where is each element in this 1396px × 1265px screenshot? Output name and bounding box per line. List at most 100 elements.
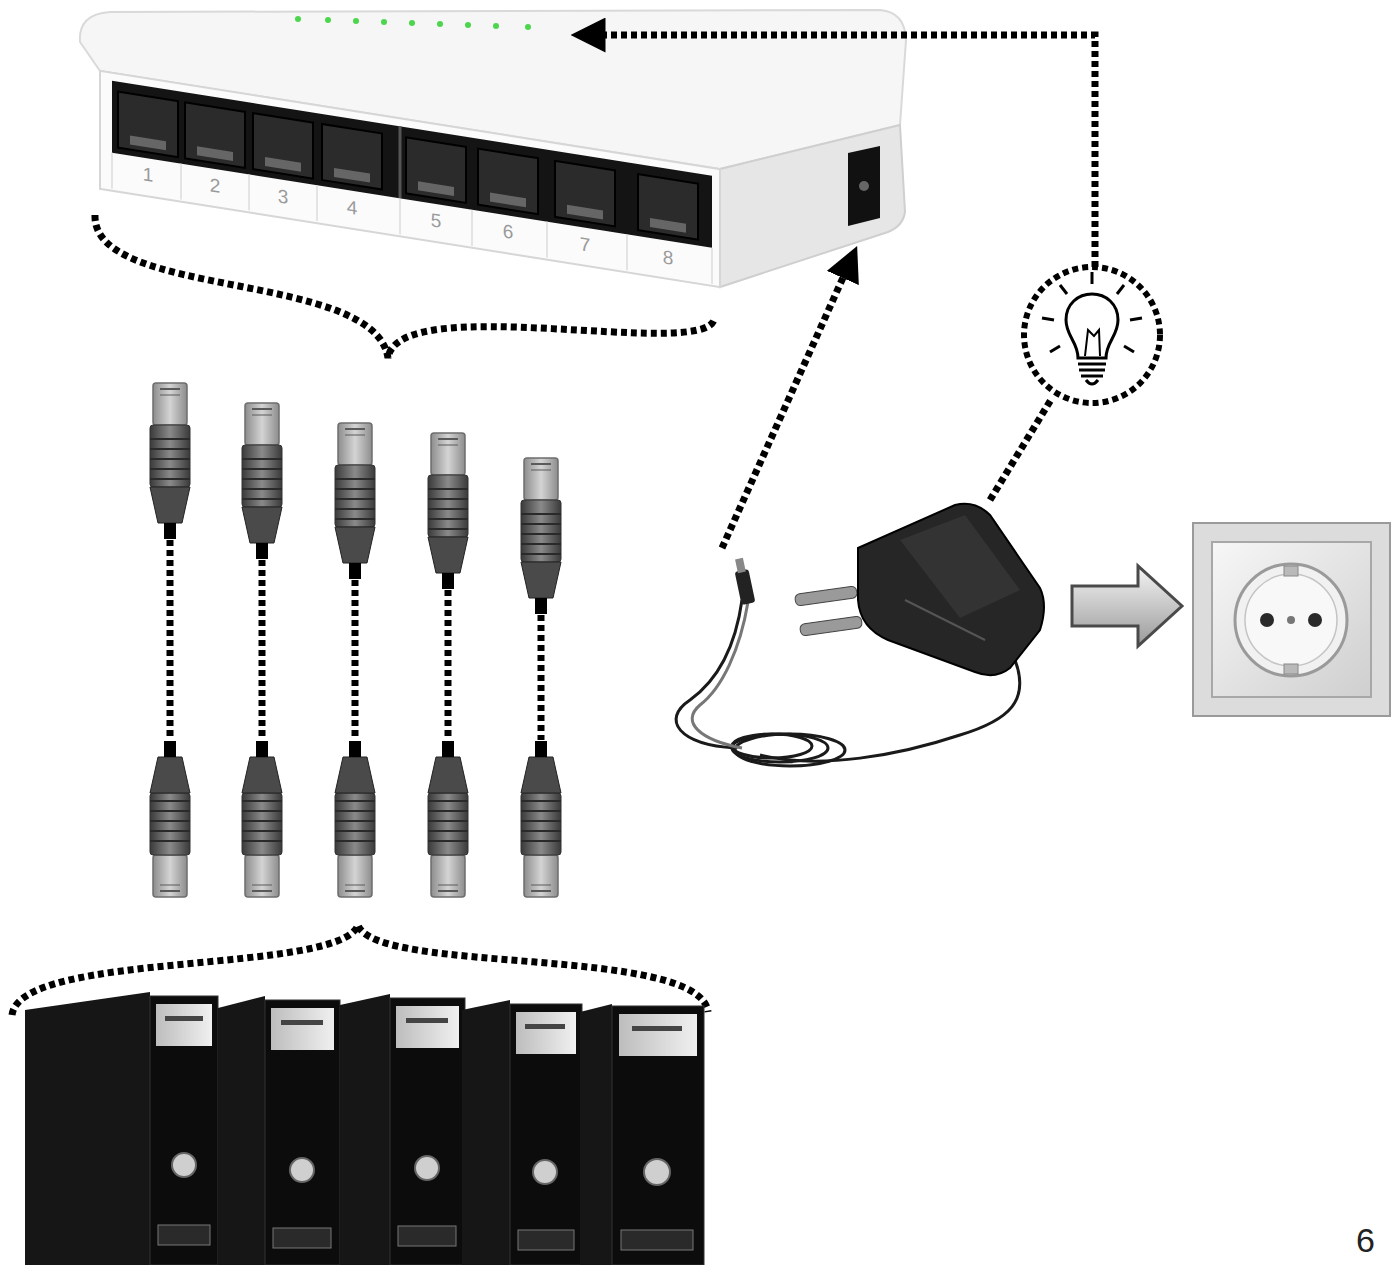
light-bulb-icon <box>1085 330 1100 356</box>
wall-socket <box>1212 542 1371 697</box>
desktop-computer <box>644 1159 670 1185</box>
status-led <box>295 16 301 22</box>
desktop-computer <box>25 992 704 1265</box>
light-bulb-icon <box>1066 294 1118 358</box>
desktop-computer <box>406 1018 448 1023</box>
light-bulb-icon <box>1130 318 1142 320</box>
ethernet-port <box>406 137 466 203</box>
wall-socket <box>1245 574 1337 666</box>
port-number: 3 <box>271 183 295 211</box>
label-divider <box>626 234 628 270</box>
label-divider <box>112 153 712 284</box>
desktop-computer <box>218 996 265 1265</box>
port-contacts <box>130 136 166 151</box>
power-cable <box>692 602 748 748</box>
desktop-computer <box>580 1004 612 1265</box>
light-bulb-icon <box>1042 272 1142 384</box>
status-led <box>325 17 331 23</box>
dotted-cable <box>170 540 541 740</box>
rj45-plug <box>335 741 375 897</box>
desktop-computer <box>621 1230 693 1250</box>
desktop-computer <box>415 1156 439 1180</box>
dotted-bracket <box>95 215 714 358</box>
status-led <box>525 24 531 30</box>
desktop-computer <box>290 1158 314 1182</box>
rj45-plug <box>521 458 561 614</box>
rj45-plug <box>150 741 190 897</box>
ethernet-port <box>185 102 245 168</box>
patch-cable <box>150 383 561 897</box>
desktop-computer <box>158 1225 210 1245</box>
rj45-plug <box>242 741 282 897</box>
desktop-computer <box>390 998 465 1265</box>
label-divider <box>471 210 473 246</box>
wall-socket <box>1260 613 1274 627</box>
switch-front <box>100 71 720 287</box>
light-bulb-icon <box>1117 285 1124 294</box>
power-adapter <box>794 504 1044 675</box>
port-contacts <box>334 168 370 183</box>
port-number: 4 <box>340 194 364 222</box>
desktop-computer <box>265 1000 340 1265</box>
power-cable <box>732 734 828 762</box>
dc-plug <box>735 558 756 605</box>
label-divider <box>711 248 713 284</box>
desktop-computer <box>619 1014 697 1056</box>
desktop-computer <box>612 1006 704 1265</box>
power-adapter <box>858 504 1044 675</box>
port-number: 2 <box>203 172 227 200</box>
light-bulb-icon <box>1086 380 1098 384</box>
light-bulb-icon <box>1078 363 1106 366</box>
wall-socket <box>1308 613 1322 627</box>
desktop-computer <box>273 1228 331 1248</box>
power-adapter <box>794 586 857 607</box>
dotted-cable <box>538 615 545 740</box>
port-number: 6 <box>496 219 520 247</box>
dotted-arrow <box>588 35 1095 267</box>
wall-socket <box>1284 664 1298 674</box>
rj45-plug <box>150 383 190 539</box>
dotted-cable <box>259 560 266 740</box>
power-adapter <box>799 616 862 637</box>
light-bulb-icon <box>1079 369 1105 372</box>
rj45-plug <box>428 433 468 589</box>
wall-socket <box>1193 523 1390 716</box>
ethernet-port <box>478 149 538 215</box>
label-divider <box>180 164 182 200</box>
power-cable <box>732 734 812 758</box>
port-number: 5 <box>424 207 448 235</box>
light-bulb-icon <box>1124 346 1134 352</box>
port-contacts <box>418 181 454 196</box>
port-contacts <box>265 157 301 172</box>
label-divider <box>316 185 318 221</box>
dotted-cable <box>445 590 452 740</box>
desktop-computer <box>510 1004 582 1265</box>
status-led <box>381 19 387 25</box>
desktop-computer <box>340 994 390 1265</box>
desktop-computer <box>165 1016 203 1021</box>
status-led <box>465 22 471 28</box>
ethernet-port <box>638 174 698 240</box>
power-cable <box>735 734 845 766</box>
dotted-circle <box>1024 267 1160 403</box>
status-led <box>493 23 499 29</box>
desktop-computer <box>281 1020 323 1025</box>
ethernet-port <box>322 124 382 190</box>
port-number: 8 <box>656 244 680 272</box>
rj45-plug <box>521 741 561 897</box>
wall-socket <box>1287 616 1295 624</box>
desktop-computer <box>462 1000 510 1265</box>
desktop-computer <box>172 1153 196 1177</box>
port-contacts <box>567 205 603 220</box>
switch-body <box>848 146 880 226</box>
desktop-computer <box>156 1004 212 1046</box>
port-number: 7 <box>573 231 597 259</box>
dotted-line <box>990 398 1052 500</box>
rj45-plug <box>242 403 282 559</box>
ethernet-port <box>253 113 313 179</box>
light-bulb-icon <box>1091 272 1094 284</box>
desktop-computer <box>533 1160 557 1184</box>
desktop-computer <box>398 1226 456 1246</box>
port-contacts <box>197 146 233 161</box>
